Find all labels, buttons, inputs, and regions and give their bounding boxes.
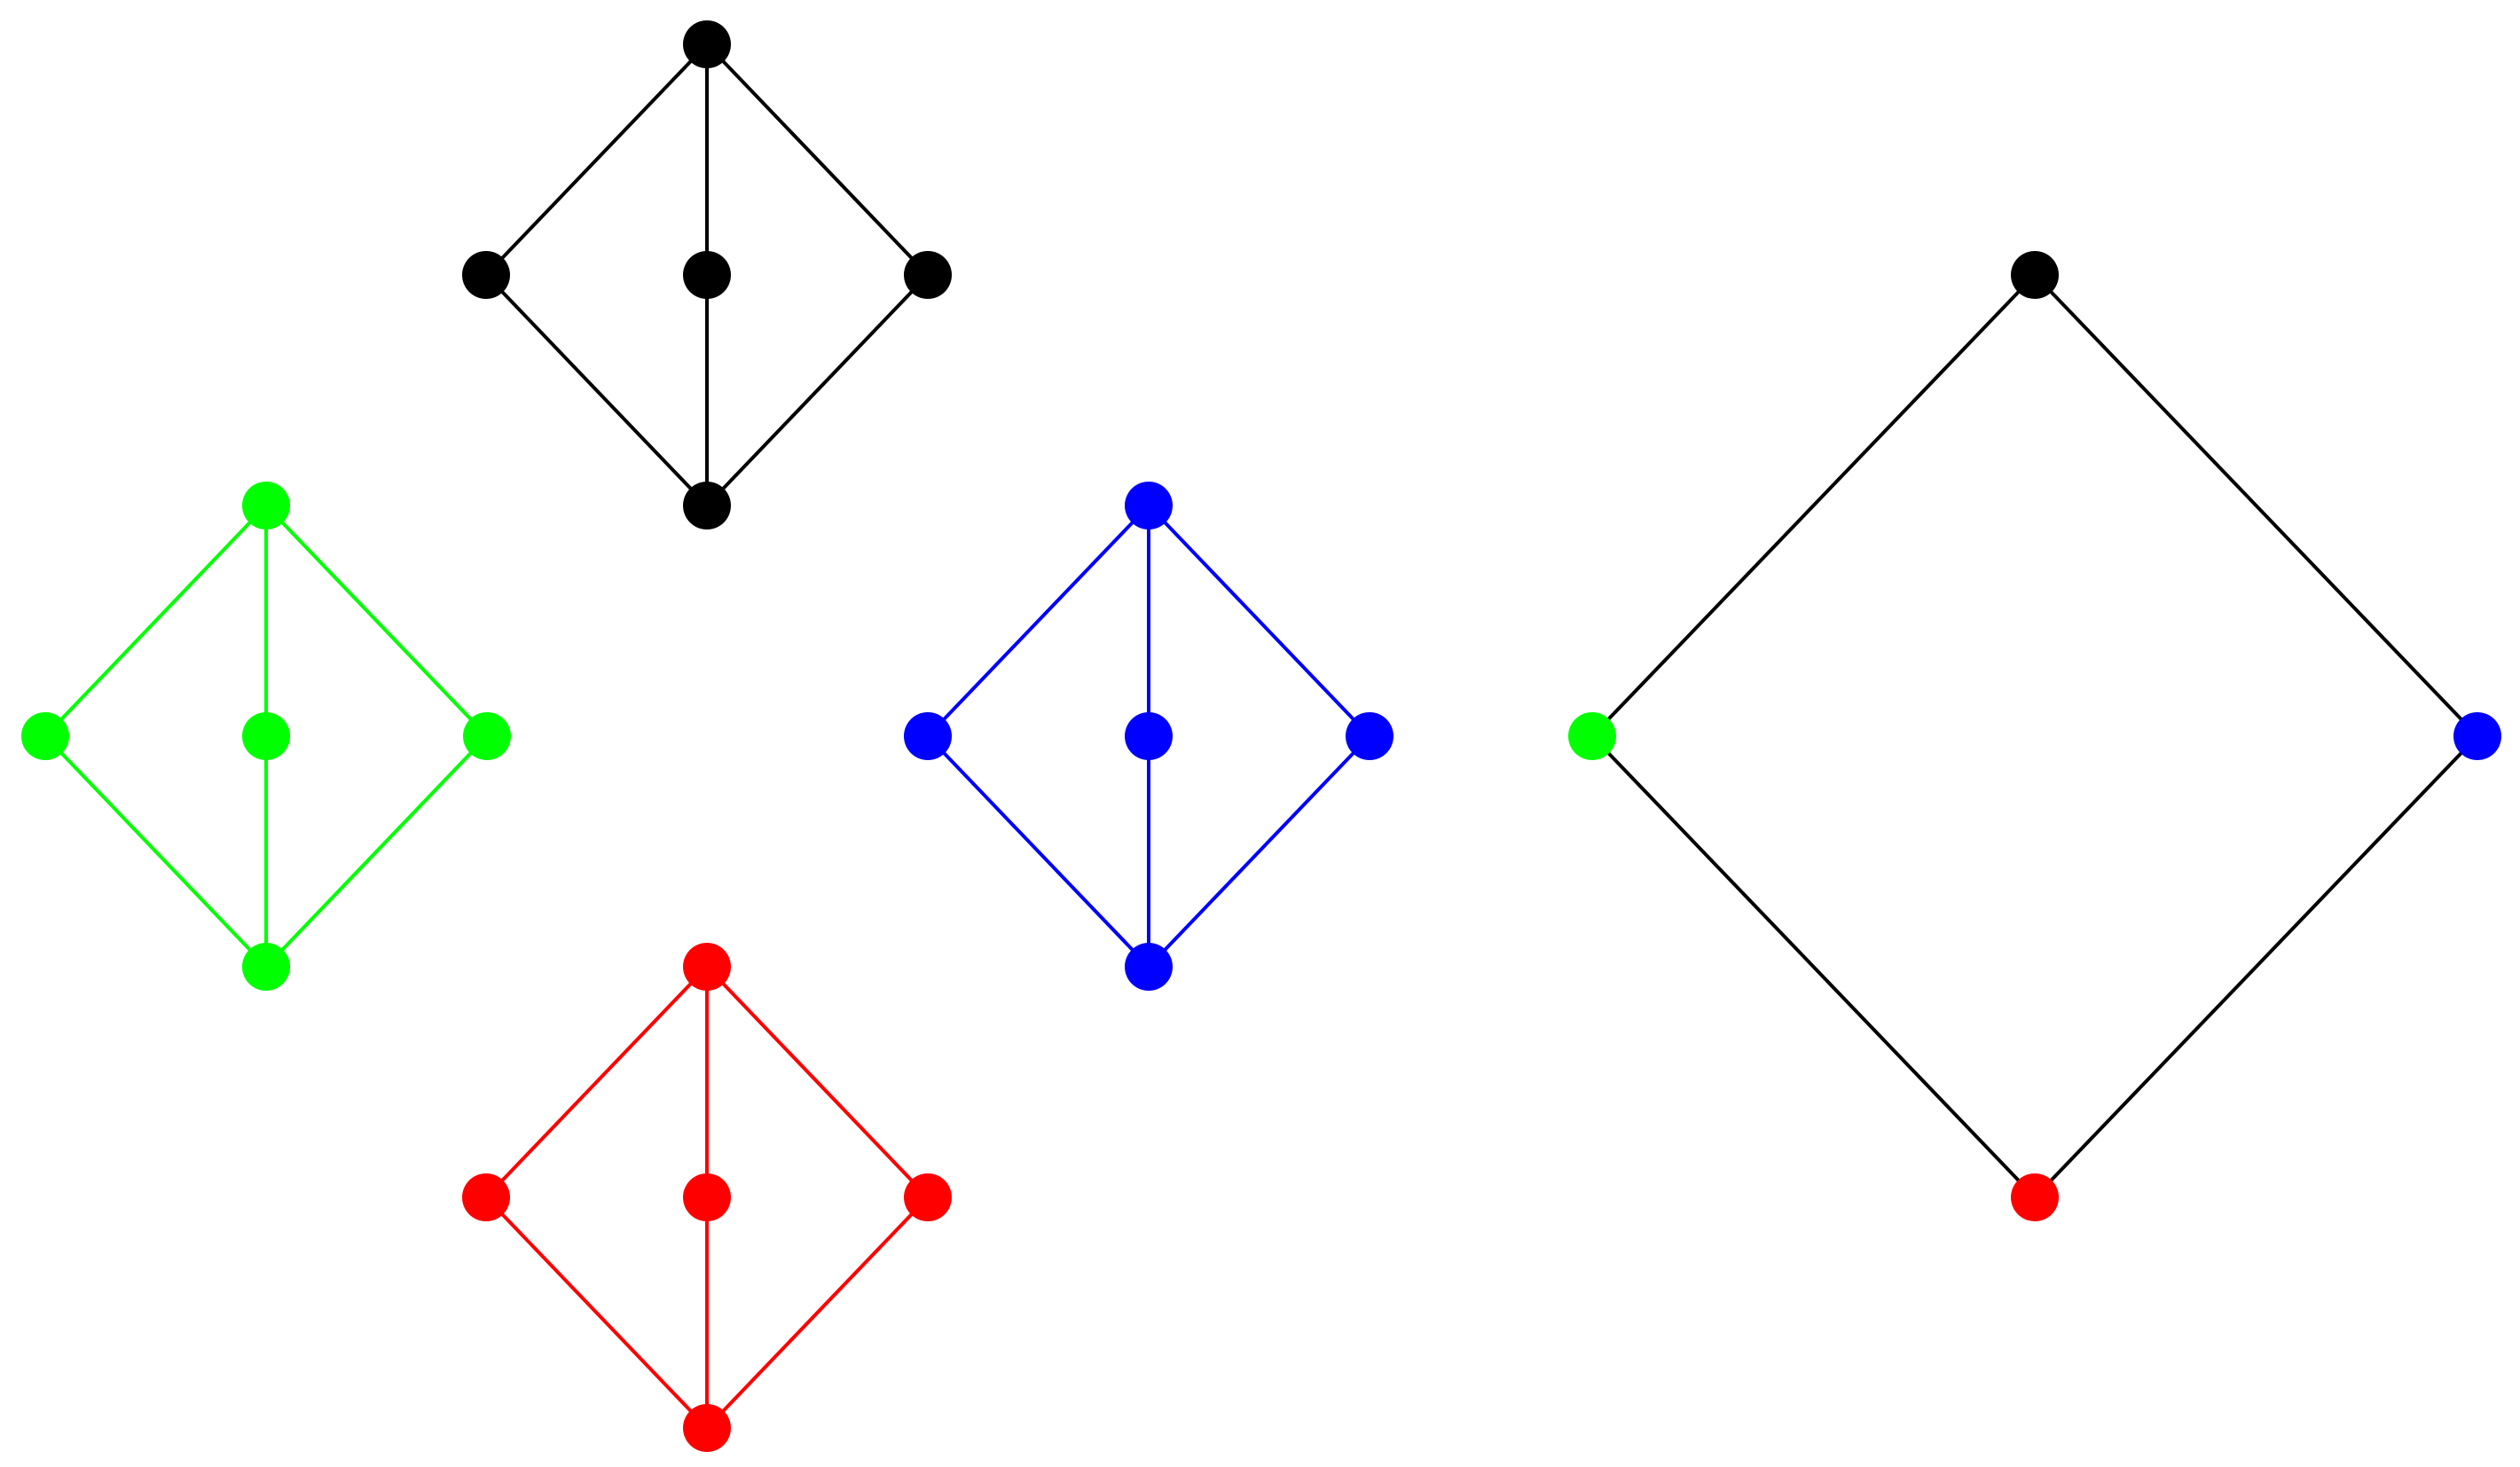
black-lattice	[462, 20, 952, 530]
red-lattice-node-top	[683, 943, 731, 991]
blue-lattice-node-bottom	[1125, 943, 1173, 991]
black-lattice-edge-top-right	[705, 43, 930, 277]
black-lattice-edge-left-bottom	[484, 273, 709, 507]
blue-lattice-edge-right-bottom	[1147, 734, 1371, 969]
blue-lattice-edge-top-right	[1147, 504, 1371, 738]
green-lattice-edge-right-bottom	[264, 734, 489, 969]
red-lattice-node-right	[904, 1173, 952, 1221]
blue-lattice-edge-left-bottom	[926, 734, 1150, 969]
quotient-node-top	[2011, 251, 2059, 299]
green-lattice-node-bottom	[242, 943, 290, 991]
quotient-node-left	[1568, 712, 1616, 760]
green-lattice	[21, 482, 511, 991]
black-lattice-node-left	[462, 251, 510, 299]
quotient-edge-top-left	[1590, 273, 2037, 738]
quotient-edge-right-bottom	[2033, 734, 2479, 1199]
blue-lattice-node-top	[1125, 482, 1173, 530]
blue-lattice	[904, 482, 1393, 991]
red-lattice-edge-top-left	[484, 965, 709, 1199]
green-lattice-node-top	[242, 482, 290, 530]
small-lattices-group	[21, 20, 1393, 1452]
black-lattice-edge-top-left	[484, 43, 709, 277]
green-lattice-edge-top-left	[43, 504, 268, 738]
red-lattice-edge-right-bottom	[705, 1196, 930, 1430]
red-lattice-edge-left-bottom	[484, 1196, 709, 1430]
black-lattice-node-top	[683, 20, 731, 68]
black-lattice-node-middle	[683, 251, 731, 299]
green-lattice-edge-top-right	[264, 504, 489, 738]
blue-lattice-edge-top-left	[926, 504, 1150, 738]
quotient-node-right	[2453, 712, 2501, 760]
blue-lattice-node-left	[904, 712, 952, 760]
blue-lattice-node-middle	[1125, 712, 1173, 760]
red-lattice-node-left	[462, 1173, 510, 1221]
red-lattice	[462, 943, 952, 1452]
green-lattice-node-right	[463, 712, 511, 760]
black-lattice-node-right	[904, 251, 952, 299]
black-lattice-node-bottom	[683, 482, 731, 530]
green-lattice-node-middle	[242, 712, 290, 760]
red-lattice-node-bottom	[683, 1404, 731, 1452]
quotient-lattice-group	[1568, 251, 2501, 1221]
green-lattice-node-left	[21, 712, 69, 760]
black-lattice-edge-right-bottom	[705, 273, 930, 507]
quotient-edge-left-bottom	[1590, 734, 2037, 1199]
red-lattice-edge-top-right	[705, 965, 930, 1199]
blue-lattice-node-right	[1346, 712, 1393, 760]
red-lattice-node-middle	[683, 1173, 731, 1221]
quotient-node-bottom	[2011, 1173, 2059, 1221]
green-lattice-edge-left-bottom	[43, 734, 268, 969]
quotient-edge-top-right	[2033, 273, 2479, 738]
